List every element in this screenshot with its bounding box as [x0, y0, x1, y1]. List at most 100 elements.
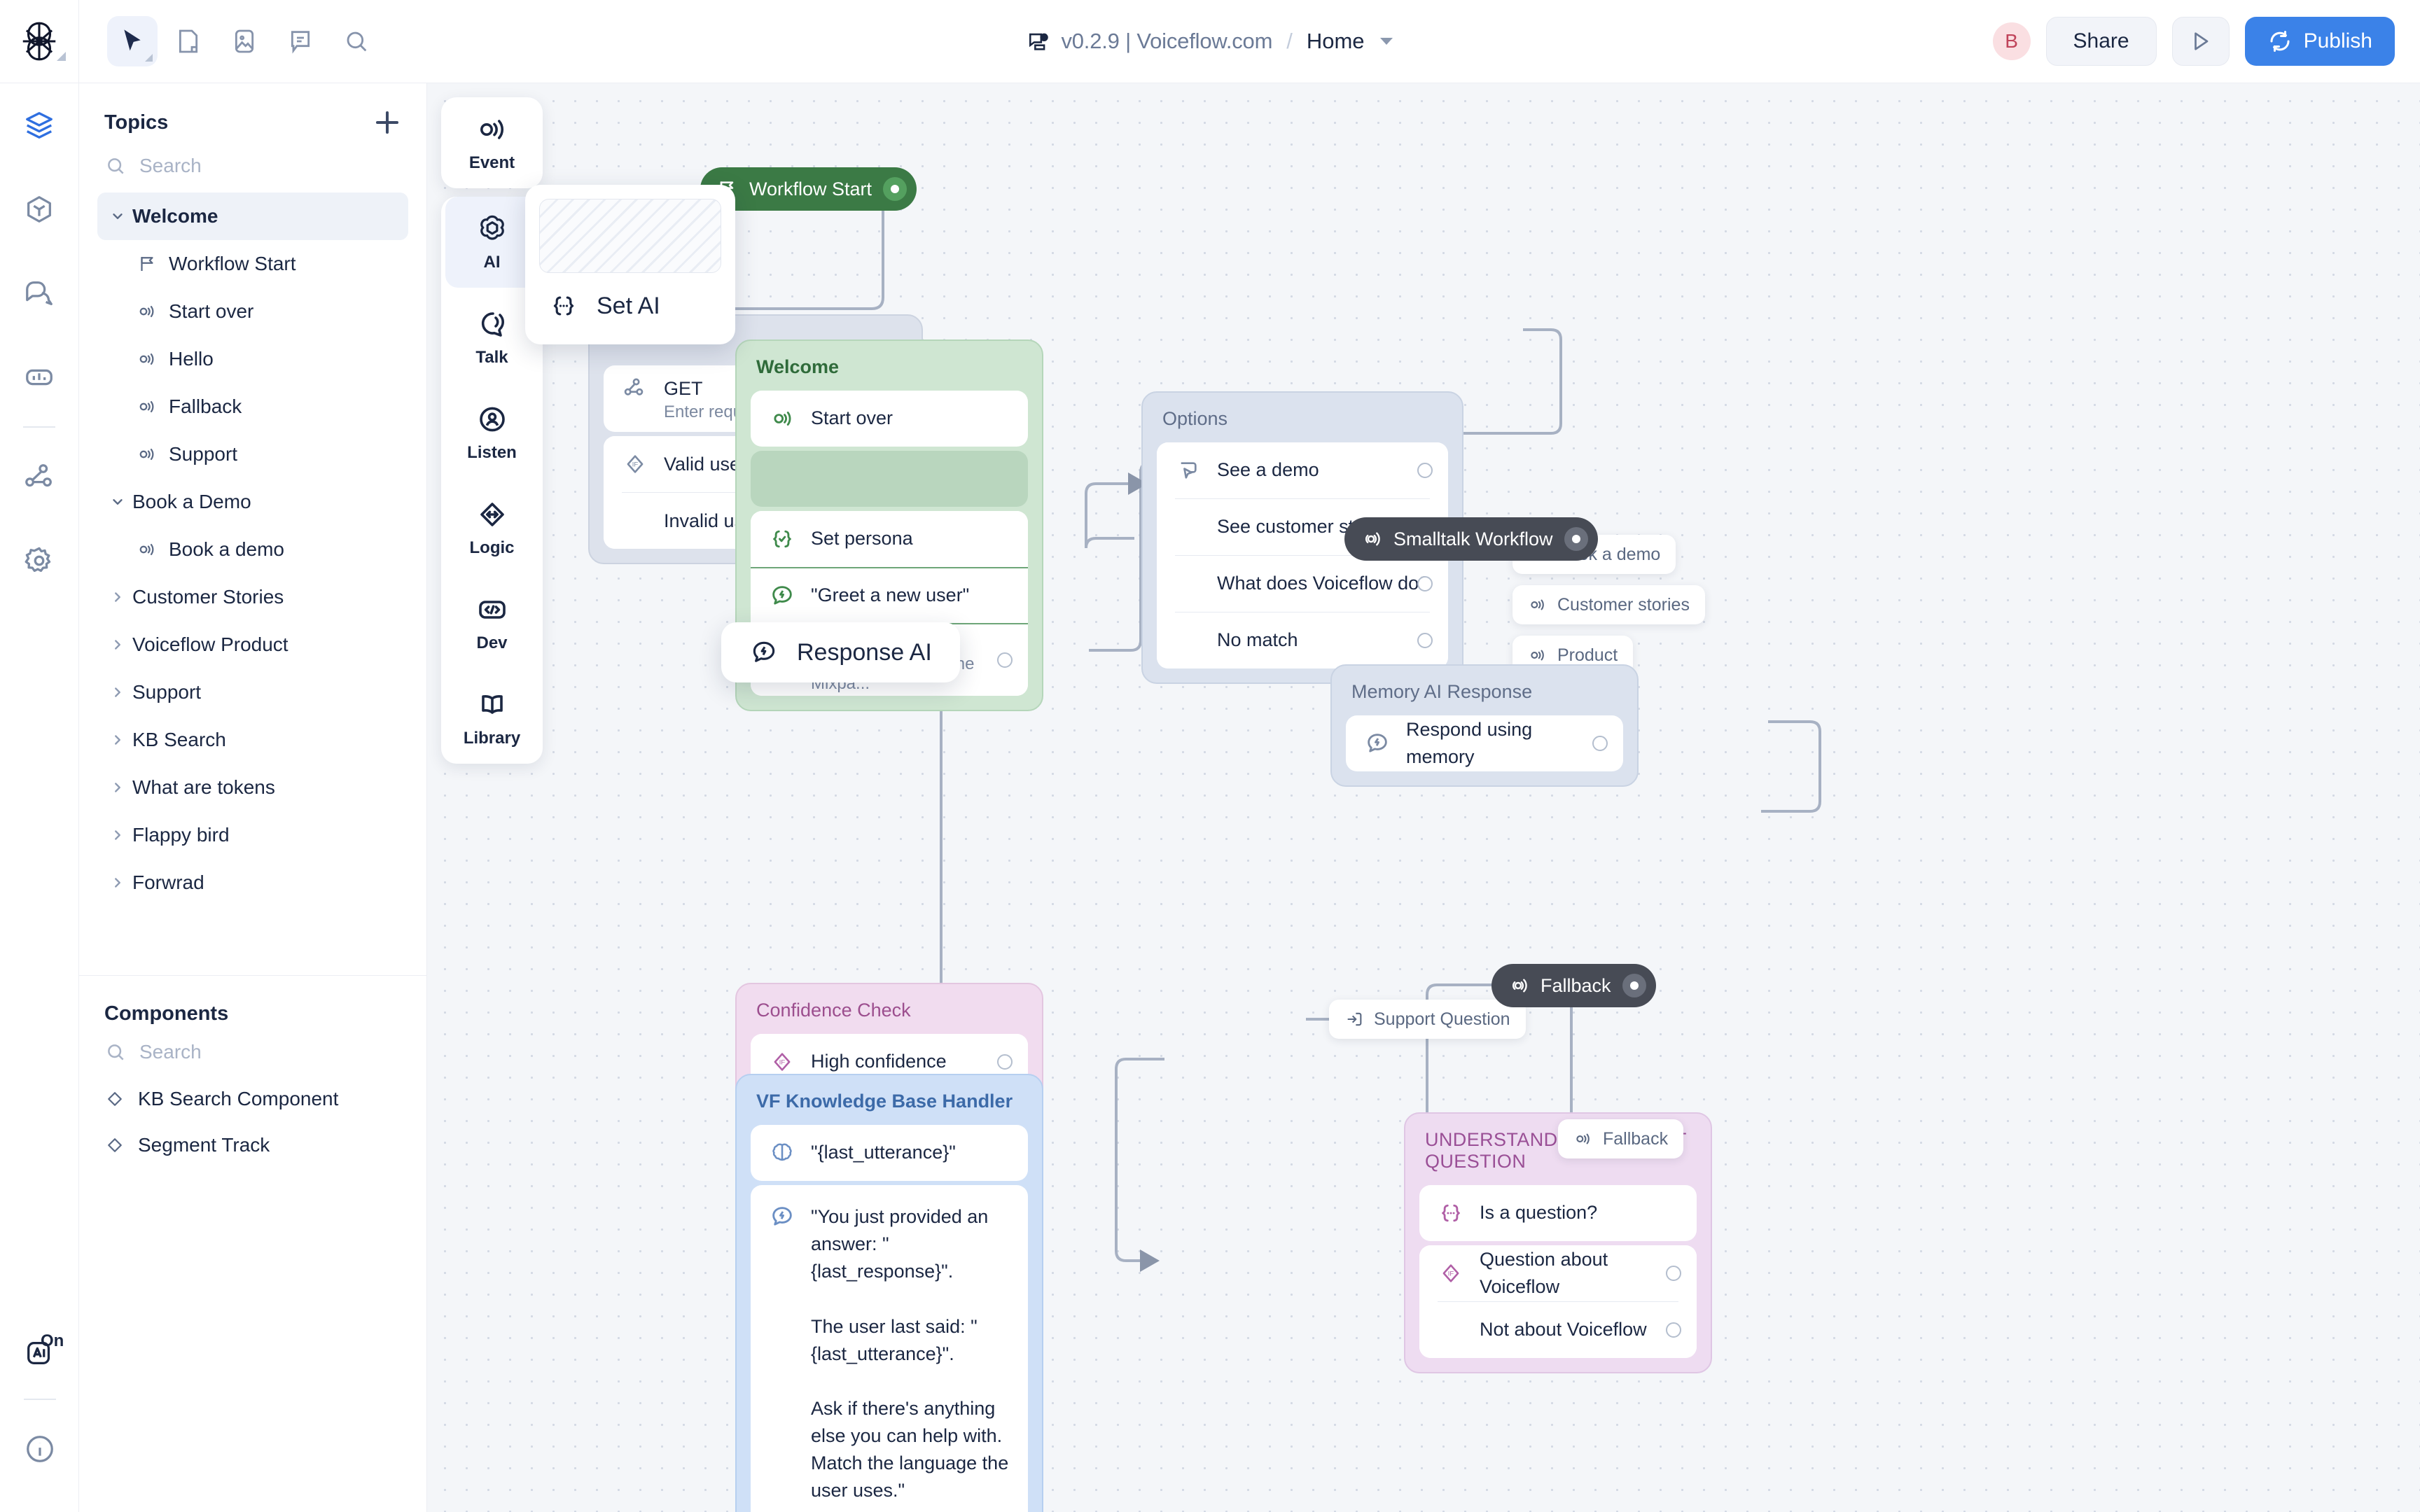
palette-item-listen[interactable]: Listen	[445, 387, 538, 478]
topic-customer-stories[interactable]: Customer Stories	[97, 573, 408, 621]
breadcrumb-project[interactable]: v0.2.9 | Voiceflow.com	[1061, 29, 1273, 53]
step-kb-prompt[interactable]: "You just provided an answer: " {last_re…	[751, 1185, 1028, 1512]
sidebar-rail-integrations[interactable]	[0, 435, 79, 519]
palette-item-ai[interactable]: AI	[445, 197, 538, 288]
step-port[interactable]	[1666, 1266, 1681, 1281]
step-question-about-voiceflow[interactable]: IF Question about Voiceflow	[1419, 1245, 1697, 1301]
workflow-start-port[interactable]	[883, 177, 908, 201]
chevron-down-icon[interactable]	[1379, 38, 1393, 45]
kb-handler-group[interactable]: VF Knowledge Base Handler "{last_utteran…	[735, 1074, 1043, 1512]
palette-item-library[interactable]: Library	[445, 673, 538, 764]
sidebar-rail-layers[interactable]	[0, 83, 79, 167]
chevron-right-icon[interactable]	[106, 780, 130, 795]
step-set-persona[interactable]: Set persona	[751, 511, 1028, 567]
relevant-question-group[interactable]: UNDERSTAND IF RELEVANT QUESTION Is a que…	[1404, 1112, 1712, 1373]
topic-kb-search[interactable]: KB Search	[97, 716, 408, 764]
smalltalk-workflow-port[interactable]	[1564, 527, 1588, 551]
cursor-tool[interactable]	[107, 16, 158, 66]
chevron-down-icon[interactable]	[106, 494, 130, 510]
palette-item-event[interactable]: Event	[445, 97, 538, 188]
sidebar-rail-package[interactable]	[0, 167, 79, 251]
step-port[interactable]	[1666, 1322, 1681, 1338]
step-port[interactable]	[1592, 736, 1608, 751]
topic-flappy-bird[interactable]: Flappy bird	[97, 811, 408, 859]
chevron-right-icon[interactable]	[106, 637, 130, 652]
chevron-right-icon[interactable]	[106, 732, 130, 748]
chevron-right-icon[interactable]	[106, 827, 130, 843]
step-see-a-demo[interactable]: See a demo	[1157, 442, 1448, 498]
memory-ai-response-group[interactable]: Memory AI Response Respond using memory	[1330, 664, 1639, 787]
smalltalk-workflow-node[interactable]: Smalltalk Workflow	[1344, 517, 1598, 561]
sidebar-item-support[interactable]: Support	[97, 430, 408, 478]
chevron-right-icon[interactable]	[106, 875, 130, 890]
topic-welcome[interactable]: Welcome	[97, 192, 408, 240]
chevron-right-icon[interactable]	[106, 589, 130, 605]
workflow-start-pill[interactable]: Workflow Start	[700, 167, 917, 211]
component-kb-search[interactable]: KB Search Component	[79, 1076, 426, 1122]
topic-what-are-tokens[interactable]: What are tokens	[97, 764, 408, 811]
chip-fallback[interactable]: Fallback	[1558, 1119, 1684, 1158]
chip-customer-stories-node[interactable]: Customer stories	[1512, 585, 1705, 624]
step-is-a-question[interactable]: Is a question?	[1419, 1185, 1697, 1241]
sidebar-rail-conversations[interactable]	[0, 251, 79, 335]
share-button[interactable]: Share	[2045, 17, 2157, 66]
ai-assist-toggle[interactable]: On	[0, 1315, 79, 1392]
step-port[interactable]	[997, 1054, 1013, 1070]
publish-button[interactable]: Publish	[2244, 17, 2395, 66]
step-respond-using-memory[interactable]: Respond using memory	[1346, 715, 1623, 771]
chevron-right-icon[interactable]	[106, 685, 130, 700]
palette-item-dev[interactable]: Dev	[445, 578, 538, 668]
flow-canvas[interactable]: Event AI Talk	[427, 83, 2420, 1512]
voiceflow-logo-icon[interactable]	[0, 0, 79, 83]
fallback-port[interactable]	[1622, 974, 1646, 997]
palette-item-logic[interactable]: Logic	[445, 482, 538, 573]
fallback-node[interactable]: Fallback	[1491, 964, 1656, 1007]
step-port[interactable]	[1417, 463, 1433, 478]
chip-support-question-node[interactable]: Support Question	[1329, 1000, 1526, 1039]
sidebar-rail-settings[interactable]	[0, 519, 79, 603]
chevron-down-icon[interactable]	[106, 209, 130, 224]
step-port[interactable]	[997, 652, 1013, 668]
fallback-pill[interactable]: Fallback	[1491, 964, 1656, 1007]
run-button[interactable]	[2171, 17, 2230, 66]
step-last-utterance[interactable]: "{last_utterance}"	[751, 1125, 1028, 1181]
note-tool[interactable]	[163, 16, 214, 66]
sidebar-item-fallback[interactable]: Fallback	[97, 383, 408, 430]
topic-support[interactable]: Support	[97, 668, 408, 716]
topic-book-a-demo[interactable]: Book a Demo	[97, 478, 408, 526]
sidebar-rail-analytics[interactable]	[0, 335, 79, 419]
sidebar-item-workflow-start[interactable]: Workflow Start	[97, 240, 408, 288]
add-topic-button[interactable]	[373, 108, 401, 136]
comment-tool[interactable]	[275, 16, 326, 66]
step-no-match[interactable]: No match	[1157, 612, 1448, 668]
set-ai-popover[interactable]: Set AI	[525, 185, 735, 344]
sidebar-item-book-a-demo[interactable]: Book a demo	[97, 526, 408, 573]
step-port[interactable]	[1417, 576, 1433, 592]
topics-search-input[interactable]	[139, 155, 401, 177]
step-port[interactable]	[1417, 633, 1433, 648]
response-ai-popover[interactable]: Response AI	[721, 622, 960, 682]
step-greet-new-user[interactable]: "Greet a new user"	[751, 567, 1028, 623]
step-start-over[interactable]: Start over	[751, 391, 1028, 447]
topic-voiceflow-product[interactable]: Voiceflow Product	[97, 621, 408, 668]
chip-fallback-node[interactable]: Fallback	[1558, 1119, 1684, 1158]
image-tool[interactable]	[219, 16, 270, 66]
sidebar-item-start-over[interactable]: Start over	[97, 288, 408, 335]
smalltalk-workflow-pill[interactable]: Smalltalk Workflow	[1344, 517, 1598, 561]
components-search-input[interactable]	[139, 1041, 401, 1063]
workflow-start-node[interactable]: Workflow Start	[700, 167, 917, 211]
chip-customer-stories[interactable]: Customer stories	[1512, 585, 1705, 624]
step-what-does-voiceflow-do[interactable]: What does Voiceflow do?	[1157, 556, 1448, 612]
sidebar-item-hello[interactable]: Hello	[97, 335, 408, 383]
component-segment-track[interactable]: Segment Track	[79, 1122, 426, 1168]
topics-search[interactable]	[79, 145, 426, 190]
topic-forwrad[interactable]: Forwrad	[97, 859, 408, 906]
help-info-button[interactable]	[0, 1407, 79, 1491]
step-not-about-voiceflow[interactable]: Not about Voiceflow	[1419, 1302, 1697, 1358]
components-search[interactable]	[79, 1031, 426, 1076]
set-ai-row[interactable]: Set AI	[525, 287, 735, 344]
chip-support-question[interactable]: Support Question	[1329, 1000, 1526, 1039]
search-tool[interactable]	[331, 16, 382, 66]
avatar[interactable]: B	[1992, 22, 2031, 60]
breadcrumb-current[interactable]: Home	[1306, 29, 1365, 53]
